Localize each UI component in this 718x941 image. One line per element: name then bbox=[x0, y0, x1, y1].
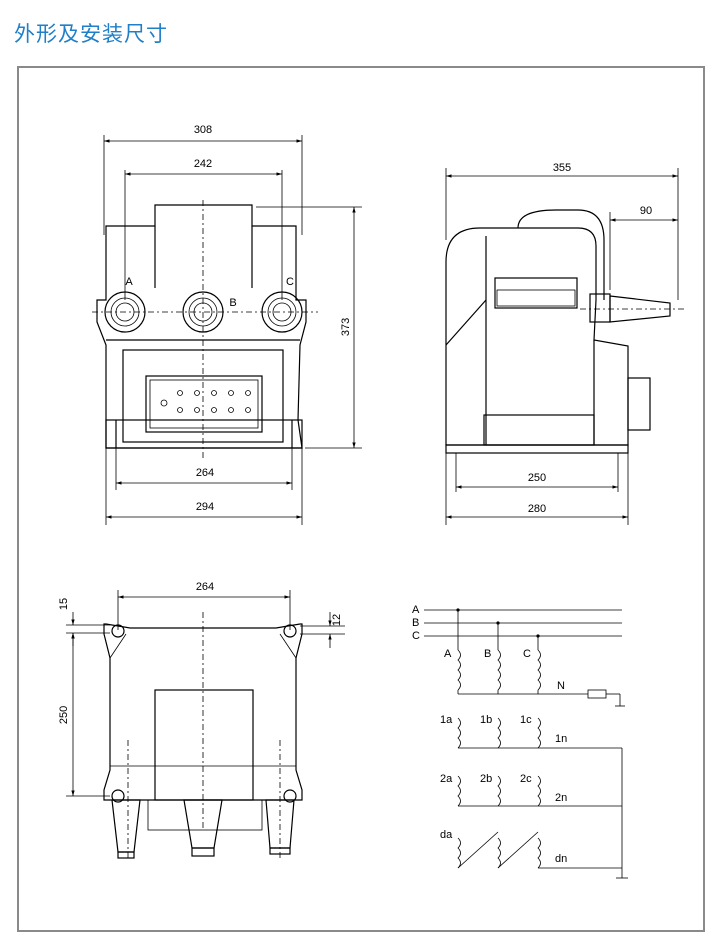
sec2-c-label: 2c bbox=[520, 773, 532, 785]
sec1-n-label: 1n bbox=[555, 733, 567, 745]
sec1-a-label: 1a bbox=[440, 714, 453, 726]
dim-264-bottom-label: 264 bbox=[196, 581, 214, 593]
open-delta-a-label: da bbox=[440, 829, 453, 841]
drawing-frame bbox=[17, 66, 705, 932]
bus-c-label: C bbox=[412, 630, 420, 642]
dim-264-label: 264 bbox=[196, 467, 214, 479]
phase-c-label: C bbox=[286, 276, 294, 288]
neutral-label: N bbox=[557, 680, 565, 692]
dim-90-label: 90 bbox=[640, 205, 652, 217]
bottom-view: 264 15 12 250 bbox=[58, 581, 345, 860]
sec2-b-label: 2b bbox=[480, 773, 492, 785]
dim-294-label: 294 bbox=[196, 501, 214, 513]
primary-b-label: B bbox=[484, 648, 491, 660]
bus-a-label: A bbox=[412, 604, 420, 616]
sec2-n-label: 2n bbox=[555, 792, 567, 804]
phase-b-label: B bbox=[229, 297, 236, 309]
phase-a-label: A bbox=[125, 276, 133, 288]
front-view: 308 242 373 A B C bbox=[92, 124, 362, 525]
primary-c-label: C bbox=[523, 648, 531, 660]
dim-250-label: 250 bbox=[528, 472, 546, 484]
dim-355-label: 355 bbox=[553, 162, 571, 174]
dim-12-label: 12 bbox=[331, 614, 343, 626]
bus-b-label: B bbox=[412, 617, 419, 629]
primary-a-label: A bbox=[444, 648, 452, 660]
page-title: 外形及安装尺寸 bbox=[14, 22, 168, 46]
dim-15-label: 15 bbox=[58, 598, 70, 610]
sec2-a-label: 2a bbox=[440, 773, 453, 785]
sec1-c-label: 1c bbox=[520, 714, 532, 726]
sec1-b-label: 1b bbox=[480, 714, 492, 726]
dim-280-label: 280 bbox=[528, 503, 546, 515]
dim-373-label: 373 bbox=[340, 318, 352, 336]
dim-308-label: 308 bbox=[194, 124, 212, 136]
side-view: 355 90 250 280 bbox=[445, 162, 684, 525]
dim-250-bottom-label: 250 bbox=[58, 706, 70, 724]
open-delta-n-label: dn bbox=[555, 853, 567, 865]
dim-242-label: 242 bbox=[194, 158, 212, 170]
wiring-diagram: A B C A B C N 1a 1b 1c 1n bbox=[412, 604, 628, 879]
